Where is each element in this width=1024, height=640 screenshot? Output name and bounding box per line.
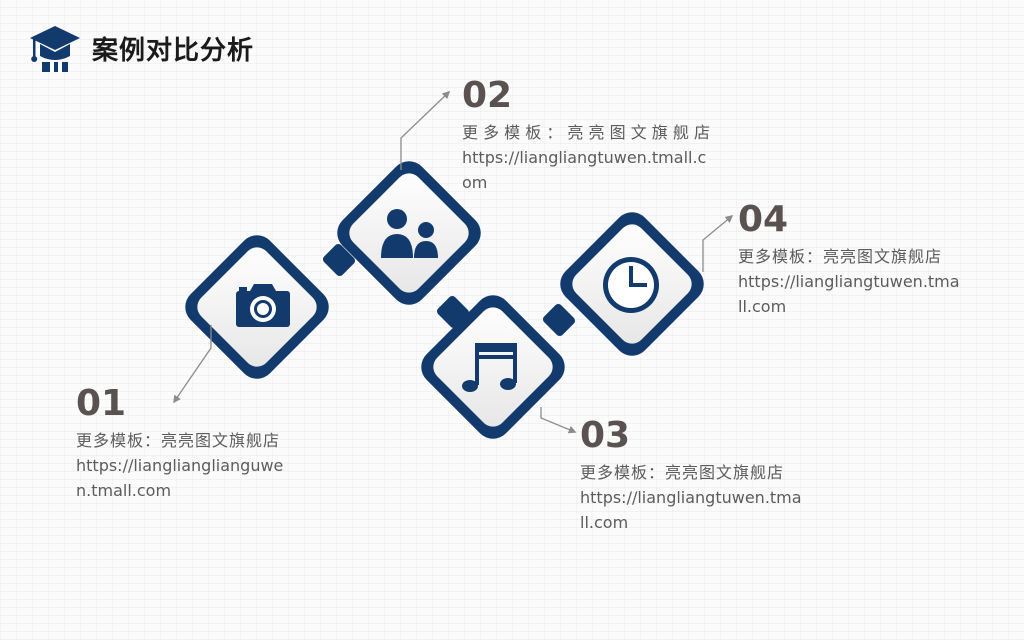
item-url[interactable]: https://liangliangtuwen.tmall.com: [580, 488, 802, 532]
item-number: 04: [738, 199, 789, 240]
users-icon: [381, 209, 438, 258]
music-note-icon: [462, 343, 517, 392]
item-number: 02: [462, 75, 513, 116]
item-02: 02 更 多 模 板 ： 亮 亮 图 文 旗 舰 店 https://liang…: [462, 76, 742, 195]
item-description: 更 多 模 板 ： 亮 亮 图 文 旗 舰 店: [462, 123, 710, 142]
page-title: 案例对比分析: [92, 35, 255, 66]
item-description: 更多模板：亮亮图文旗舰店: [76, 431, 281, 450]
header: 案例对比分析: [28, 22, 254, 74]
item-description: 更多模板：亮亮图文旗舰店: [738, 247, 943, 266]
item-number: 01: [76, 383, 127, 424]
item-03: 03 更多模板：亮亮图文旗舰店 https://liangliangtuwen.…: [580, 416, 830, 535]
clock-icon: [603, 257, 659, 313]
item-01: 01 更多模板：亮亮图文旗舰店 https://liangliangliangu…: [76, 384, 326, 503]
diamond-03: [421, 295, 565, 439]
item-url[interactable]: https://liangliangtuwen.tmall.com: [462, 148, 707, 192]
connector-arrows: [173, 90, 734, 434]
diamond-02: [337, 161, 481, 305]
camera-icon: [236, 284, 290, 327]
item-description: 更多模板：亮亮图文旗舰店: [580, 463, 785, 482]
item-number: 03: [580, 415, 631, 456]
graduation-cap-icon: [30, 26, 80, 72]
item-url[interactable]: https://liangliangtuwen.tmall.com: [738, 272, 960, 316]
item-url[interactable]: https://lianglianglianguwen.tmall.com: [76, 456, 284, 500]
item-04: 04 更多模板：亮亮图文旗舰店 https://liangliangtuwen.…: [738, 200, 988, 319]
